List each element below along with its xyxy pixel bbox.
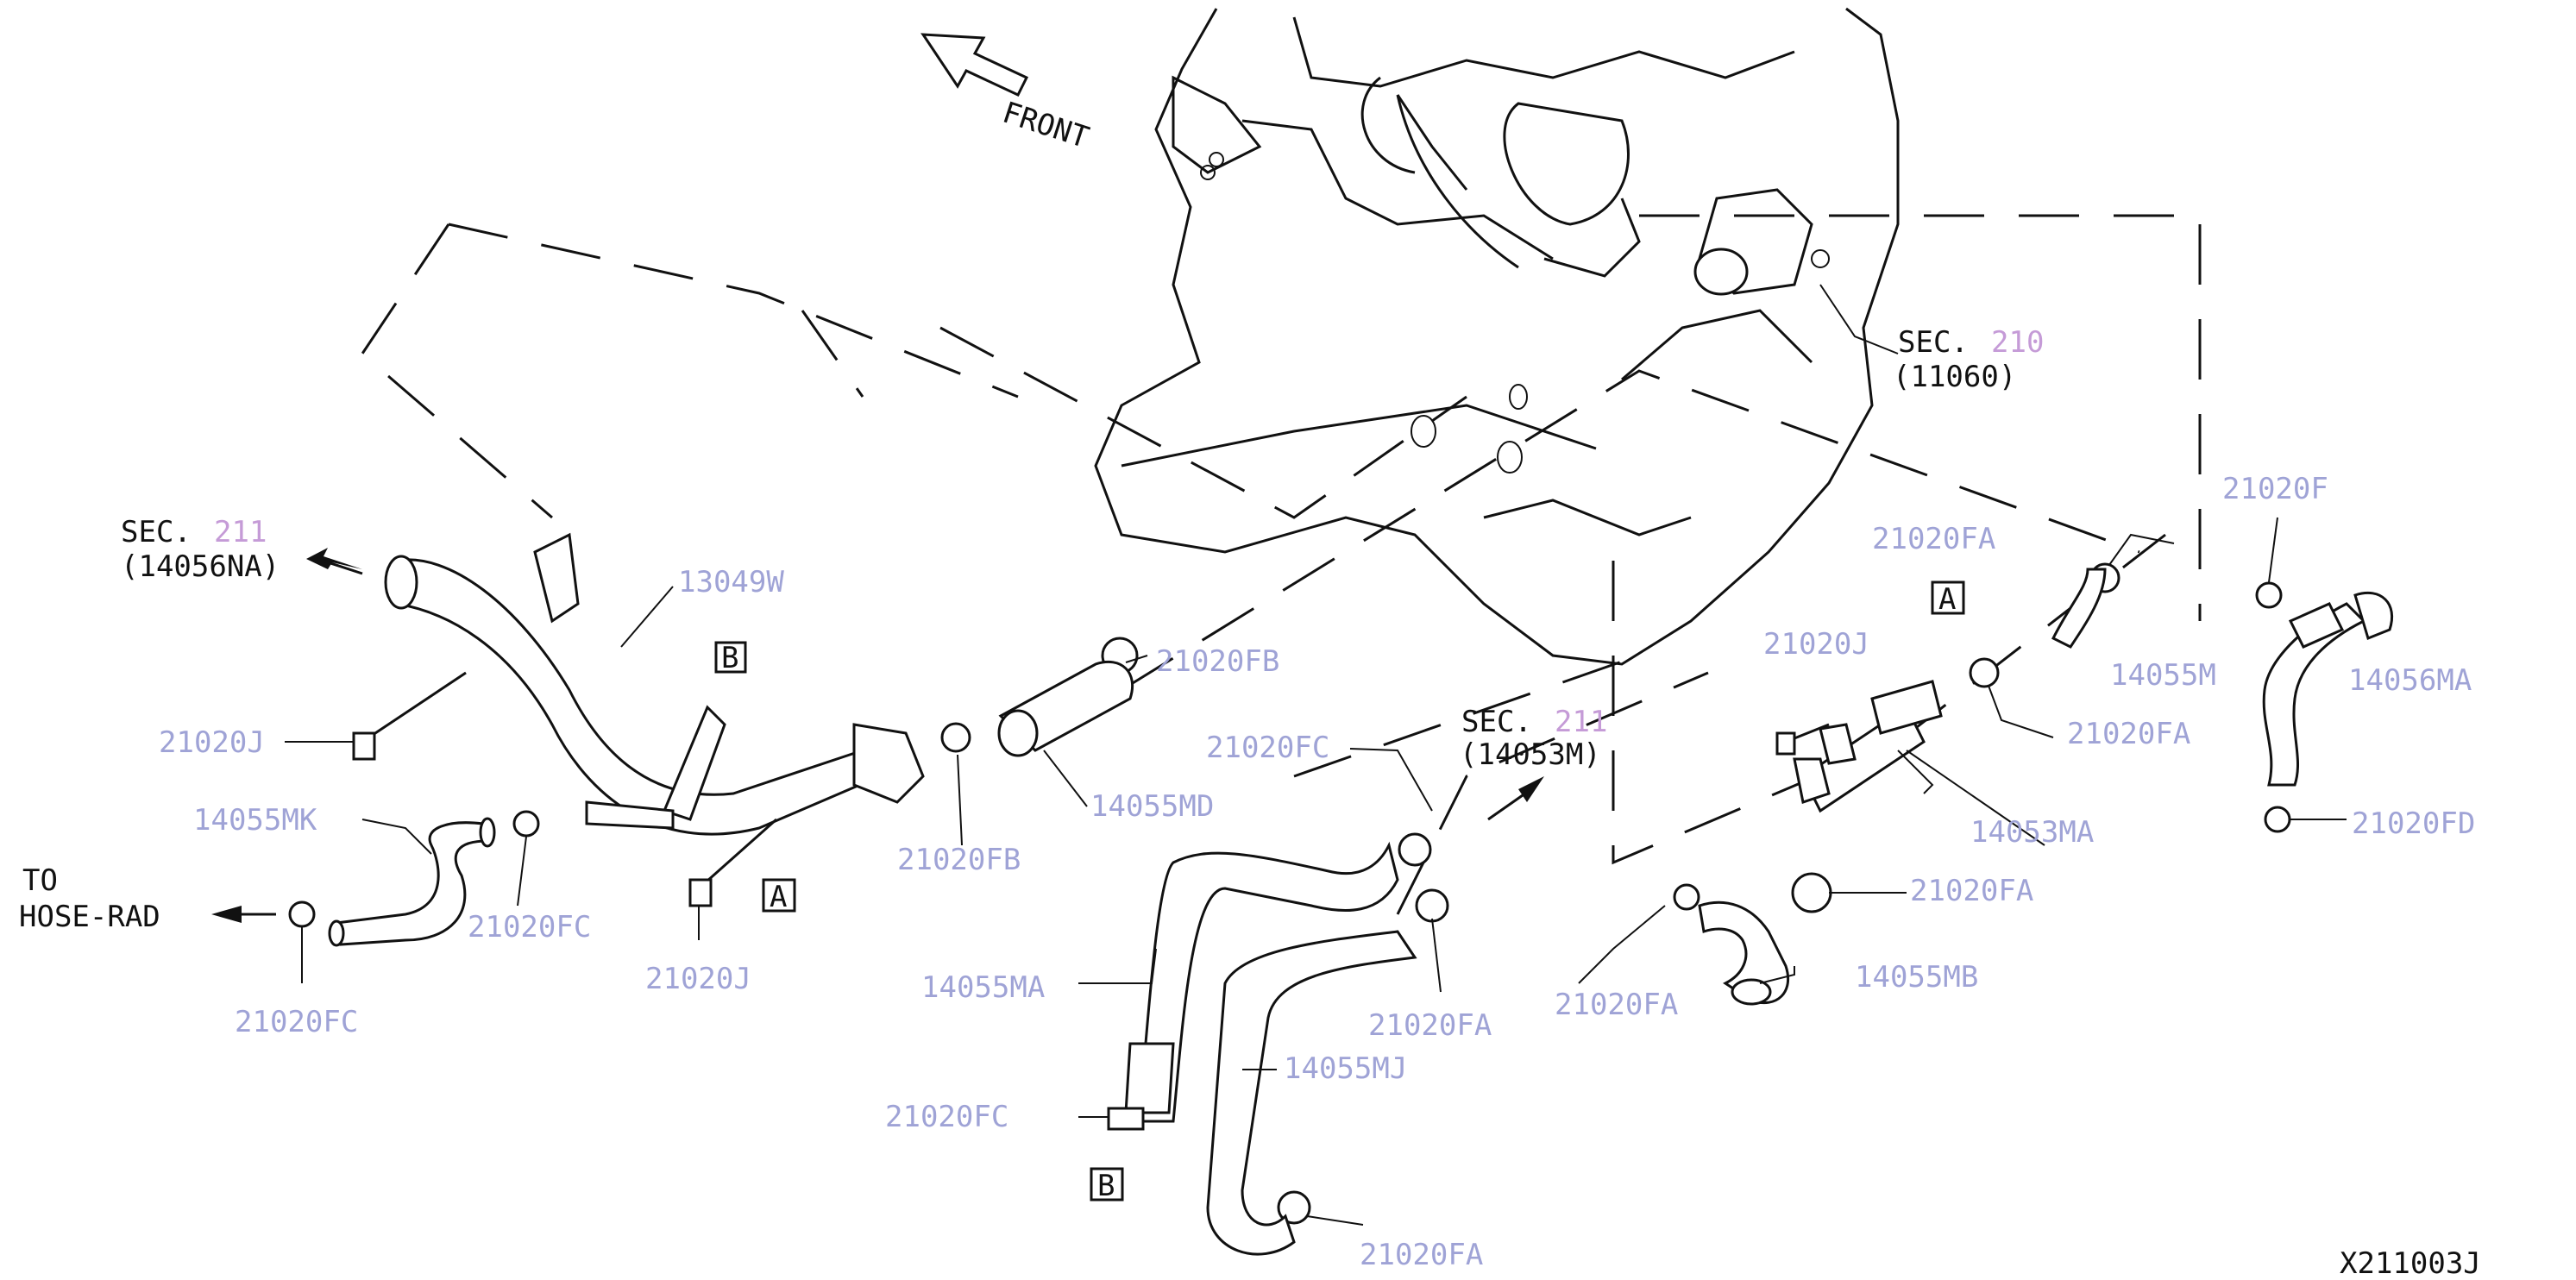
leader-lines bbox=[361, 214, 2202, 915]
sec-211-center-prefix: SEC. bbox=[1461, 705, 1532, 739]
part-13049w: 13049W bbox=[678, 565, 784, 599]
part-21020fa-right: 21020FA bbox=[1910, 874, 2033, 908]
box-b-bottom: B bbox=[1097, 1169, 1115, 1203]
sec-reference-211-left: SEC. 211 (14056NA) bbox=[121, 515, 280, 584]
bolts bbox=[352, 671, 1830, 907]
part-14055ma: 14055MA bbox=[921, 970, 1045, 1005]
part-21020fc-upper: 21020FC bbox=[1206, 731, 1329, 765]
reference-boxes: A B A B bbox=[714, 580, 1965, 1203]
part-14053ma: 14053MA bbox=[1970, 815, 2094, 850]
part-21020fc-mk: 21020FC bbox=[468, 910, 591, 944]
part-21020fb-high: 21020FB bbox=[1156, 644, 1279, 679]
sec-210-number: 210 bbox=[1991, 325, 2044, 360]
sec-210-prefix: SEC. bbox=[1898, 325, 1969, 360]
part-21020fd: 21020FD bbox=[2352, 806, 2475, 841]
box-b-top: B bbox=[721, 641, 738, 675]
sec-reference-210: SEC. 210 (11060) bbox=[1893, 325, 2044, 394]
part-21020fa-bottom: 21020FA bbox=[1360, 1238, 1483, 1272]
part-14055mb: 14055MB bbox=[1855, 960, 1978, 995]
sec-211-center-number: 211 bbox=[1555, 705, 1607, 739]
box-a-left: A bbox=[770, 880, 787, 914]
to-label: TO bbox=[22, 863, 58, 898]
engine-block bbox=[1094, 7, 1900, 666]
hose-assembly bbox=[288, 532, 2394, 1256]
front-label: FRONT bbox=[998, 96, 1093, 156]
part-21020fa-top: 21020FA bbox=[1872, 522, 1995, 556]
hose-rad-label: HOSE-RAD bbox=[19, 900, 160, 934]
part-21020j-right: 21020J bbox=[1763, 627, 1869, 662]
part-14056ma: 14056MA bbox=[2348, 663, 2472, 698]
part-labels: 13049W 21020J 21020J 14055MK 21020FC 210… bbox=[159, 472, 2475, 1272]
sec-reference-211-center: SEC. 211 (14053M) bbox=[1460, 705, 1607, 772]
sec-211-left-number: 211 bbox=[214, 515, 267, 549]
part-21020fa-center: 21020FA bbox=[1368, 1008, 1492, 1043]
part-14055mj: 14055MJ bbox=[1284, 1051, 1407, 1086]
part-21020fa-mid: 21020FA bbox=[2067, 717, 2190, 751]
direction-arrows bbox=[211, 548, 1544, 923]
part-21020fa-mb: 21020FA bbox=[1555, 988, 1678, 1022]
part-21020fc-lower: 21020FC bbox=[885, 1100, 1008, 1134]
label-leaders bbox=[285, 284, 2347, 1226]
box-a-right: A bbox=[1938, 582, 1956, 617]
part-14055m: 14055M bbox=[2110, 658, 2216, 693]
part-21020j-bottom: 21020J bbox=[645, 962, 751, 996]
part-21020fc-rad: 21020FC bbox=[235, 1005, 358, 1039]
to-hose-rad: TO HOSE-RAD bbox=[19, 863, 160, 934]
sec-211-left-prefix: SEC. bbox=[121, 515, 192, 549]
front-indicator: FRONT bbox=[920, 33, 1093, 156]
sec-211-left-sub: (14056NA) bbox=[121, 549, 280, 584]
sec-210-sub: (11060) bbox=[1893, 360, 2016, 394]
part-21020fb-low: 21020FB bbox=[897, 843, 1021, 877]
part-21020j-left: 21020J bbox=[159, 725, 265, 760]
part-21020f: 21020F bbox=[2222, 472, 2328, 506]
part-14055mk: 14055MK bbox=[193, 803, 317, 838]
sec-211-center-sub: (14053M) bbox=[1460, 737, 1601, 772]
part-14055md: 14055MD bbox=[1090, 789, 1214, 824]
diagram-code: X211003J bbox=[2340, 1246, 2481, 1280]
